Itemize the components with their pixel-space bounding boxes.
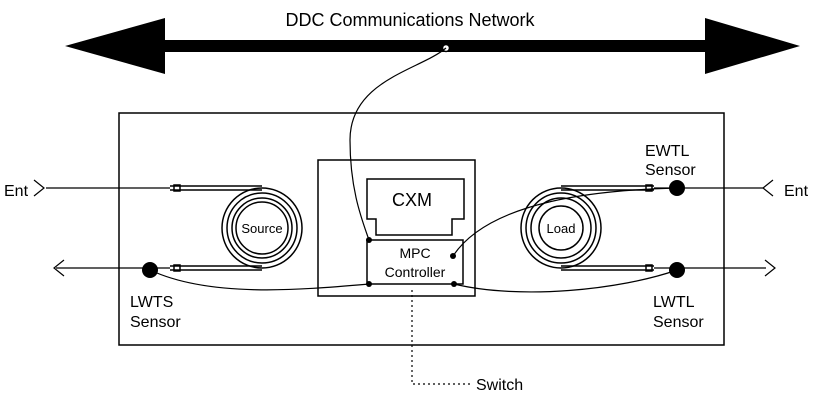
load-label: Load [547, 221, 576, 236]
left-inlet-arrow-icon [33, 179, 45, 197]
lwtl-label-line2: Sensor [653, 314, 704, 331]
cxm-board [366, 178, 465, 236]
switch-label: Switch [476, 377, 523, 394]
network-wire [349, 47, 447, 241]
controller-label-line2: Controller [385, 264, 446, 280]
lwts-label-line1: LWTS [130, 294, 173, 311]
source-coil [170, 184, 303, 272]
ewtl-label-line2: Sensor [645, 162, 696, 179]
lwts-label-line2: Sensor [130, 314, 181, 331]
ewtl-label-line1: EWTL [645, 143, 690, 160]
right-ent-label: Ent [784, 183, 809, 200]
left-ent-label: Ent [4, 183, 29, 200]
lwts-wire [149, 269, 370, 291]
network-bus-arrow [65, 18, 800, 74]
unit-enclosure [118, 112, 725, 346]
network-label: DDC Communications Network [285, 10, 535, 30]
lwtl-label-line1: LWTL [653, 294, 695, 311]
signal-wiring [149, 47, 678, 293]
mpc-controller-board [366, 239, 464, 285]
switch-wire [411, 290, 470, 385]
lwtl-wire [453, 269, 678, 293]
ewtl-wire [452, 187, 678, 257]
load-coil [520, 184, 654, 272]
controller-housing [317, 159, 476, 297]
source-label: Source [241, 221, 282, 236]
left-outlet-arrow-icon [53, 259, 65, 277]
right-outlet-arrow-icon [764, 259, 776, 277]
right-inlet-arrow-icon [762, 179, 774, 197]
controller-label-line1: MPC [399, 245, 430, 261]
cxm-label: CXM [392, 190, 432, 210]
